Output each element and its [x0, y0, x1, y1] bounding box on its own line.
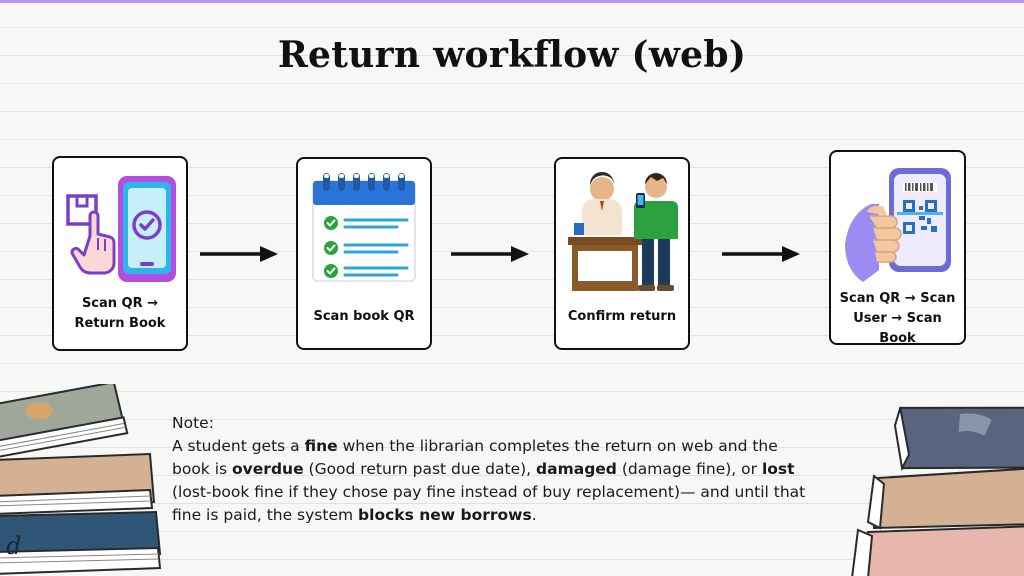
hand-phone-qr-icon — [845, 168, 951, 282]
page-title: Return workflow (web) — [277, 34, 747, 76]
note-text: (Good return past due date), — [303, 460, 537, 478]
librarian-student-icon — [568, 171, 678, 291]
note-body: A student gets a fine when the librarian… — [172, 435, 812, 527]
step-label: Scan QR → Scan User → Scan Book — [839, 291, 956, 346]
note-keyword-fine: fine — [304, 437, 338, 455]
note-keyword-lost: lost — [761, 460, 795, 478]
step-card-confirm-return: Confirm return — [554, 157, 690, 350]
book-stack-right-icon — [851, 406, 1024, 576]
note-text: (damage fine), or — [616, 460, 762, 478]
step-label: Scan QR → Return Book — [74, 296, 166, 331]
step-card-scan-book-qr: Scan book QR — [296, 157, 432, 350]
note-heading: Note: — [172, 414, 214, 432]
book-stack-left-icon: d — [0, 384, 162, 575]
arrow-icon — [451, 246, 529, 262]
step-label: Confirm return — [567, 309, 677, 324]
note-keyword-overdue: overdue — [232, 460, 304, 478]
step-card-scan-user-book: Scan QR → Scan User → Scan Book — [829, 150, 966, 346]
arrow-icon — [722, 246, 800, 262]
book-spine-letter: d — [6, 532, 21, 560]
note-text: (lost-book fine if they chose pay fine i… — [172, 483, 806, 524]
note-text: . — [531, 506, 537, 524]
arrow-icon — [200, 246, 278, 262]
note-text: A student gets a — [172, 437, 305, 455]
note-keyword-blocks: blocks new borrows — [358, 506, 532, 524]
step-label: Scan book QR — [313, 309, 415, 324]
step-card-scan-qr: Scan QR → Return Book — [52, 156, 188, 351]
note-text: when the librarian completes the return … — [172, 437, 778, 478]
checklist-icon — [312, 173, 416, 282]
phone-scan-icon — [66, 176, 176, 282]
note-block: Note: A student gets a fine when the lib… — [172, 412, 812, 527]
note-keyword-damaged: damaged — [536, 460, 617, 478]
